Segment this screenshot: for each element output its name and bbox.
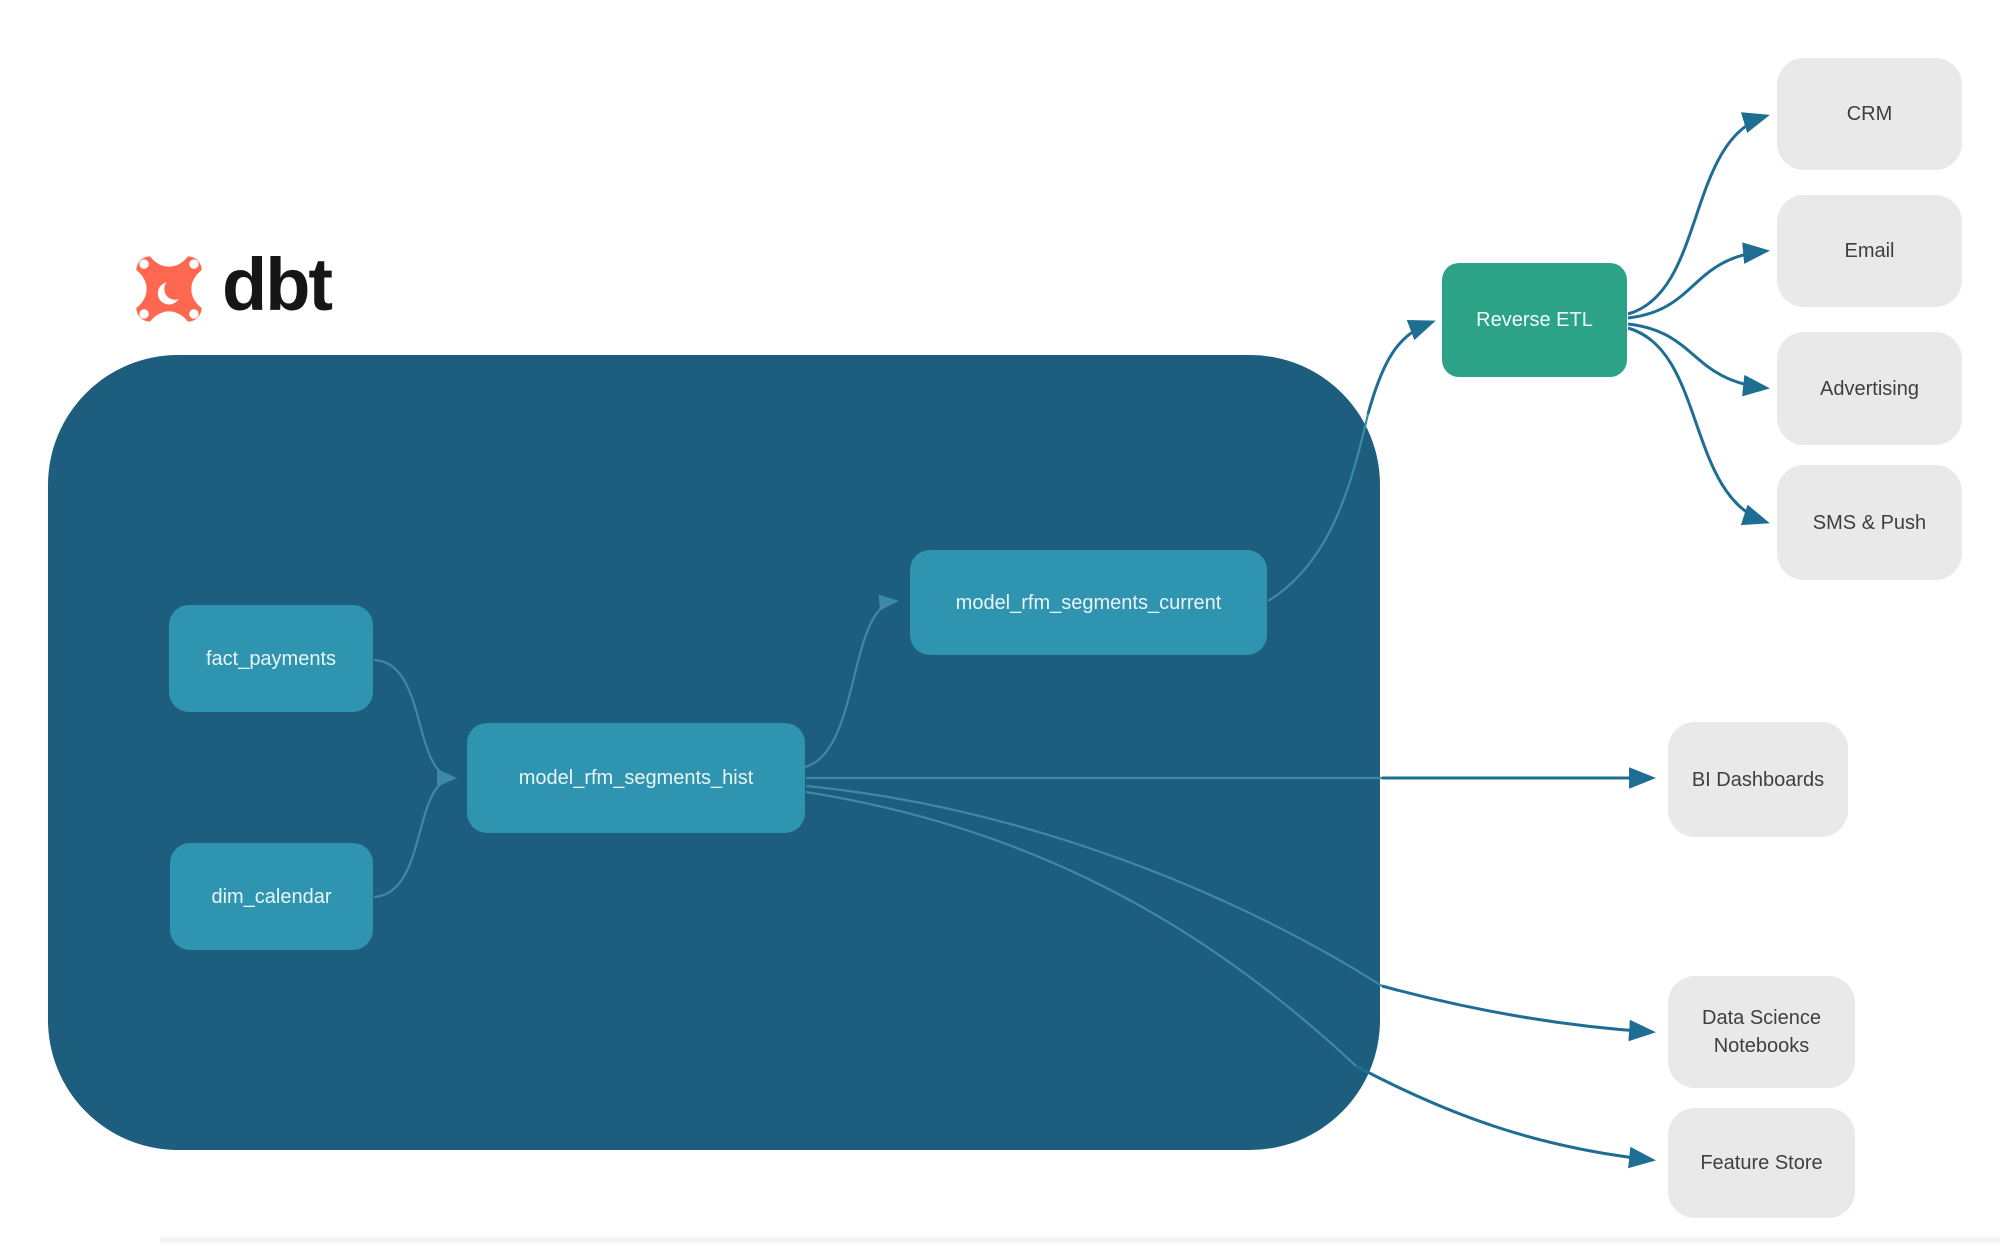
node-label: Email bbox=[1844, 240, 1895, 262]
edge-model_rfm_segments_hist-to-data_science_notebooks bbox=[805, 784, 1383, 987]
edge-model_rfm_segments_current-to-reverse_etl bbox=[1267, 413, 1370, 602]
edge-reverse_etl-to-email bbox=[1627, 242, 1771, 320]
node-dim_calendar: dim_calendar bbox=[170, 843, 373, 950]
node-label: Advertising bbox=[1820, 377, 1919, 400]
node-label: SMS & Push bbox=[1812, 511, 1927, 534]
node-label: BI Dashboards bbox=[1691, 768, 1825, 791]
node-label: model_rfm_segments_current bbox=[955, 591, 1222, 614]
node-label: model_rfm_segments_hist bbox=[518, 767, 754, 789]
node-label: dim_calendar bbox=[211, 885, 332, 908]
edge-model_rfm_segments_hist-to-model_rfm_segments_current bbox=[799, 594, 899, 770]
edge-dim_calendar-to-model_rfm_segments_hist bbox=[373, 770, 457, 899]
node-label: fact_payments bbox=[205, 647, 337, 670]
node-label: Reverse ETL bbox=[1476, 309, 1593, 331]
edge-model_rfm_segments_hist-to-feature_store bbox=[805, 790, 1357, 1067]
node-label: CRM bbox=[1846, 103, 1893, 125]
node-email: Email bbox=[1777, 195, 1962, 307]
edge-model_rfm_segments_current-to-reverse_etl bbox=[1366, 319, 1436, 415]
edge-model_rfm_segments_hist-to-feature_store bbox=[1355, 1064, 1657, 1169]
dbt-logo: dbt bbox=[126, 243, 333, 332]
node-model_rfm_segments_current: model_rfm_segments_current bbox=[910, 550, 1267, 655]
node-advertising: Advertising bbox=[1777, 332, 1962, 445]
edge-reverse_etl-to-crm bbox=[1627, 112, 1770, 316]
brand-wordmark: dbt bbox=[222, 243, 333, 326]
edge-reverse_etl-to-advertising bbox=[1627, 322, 1771, 397]
edge-fact_payments-to-model_rfm_segments_hist bbox=[373, 658, 457, 786]
node-bi_dashboards: BI Dashboards bbox=[1668, 722, 1848, 837]
page-bottom-edge bbox=[160, 1237, 2000, 1243]
node-sms_push: SMS & Push bbox=[1777, 465, 1962, 580]
edge-model_rfm_segments_hist-to-data_science_notebooks bbox=[1381, 984, 1657, 1042]
node-reverse_etl: Reverse ETL bbox=[1442, 263, 1627, 377]
node-label: Feature Store bbox=[1700, 1152, 1823, 1174]
node-feature_store: Feature Store bbox=[1668, 1108, 1855, 1218]
node-data_science_notebooks: Data Science Notebooks bbox=[1668, 976, 1855, 1088]
node-model_rfm_segments_hist: model_rfm_segments_hist bbox=[467, 723, 805, 833]
node-label: Data Science Notebooks bbox=[1702, 1007, 1821, 1057]
node-crm: CRM bbox=[1777, 58, 1962, 170]
dbt-supernova-icon bbox=[136, 256, 202, 322]
edge-reverse_etl-to-sms_push bbox=[1627, 326, 1770, 526]
node-fact_payments: fact_payments bbox=[169, 605, 373, 712]
